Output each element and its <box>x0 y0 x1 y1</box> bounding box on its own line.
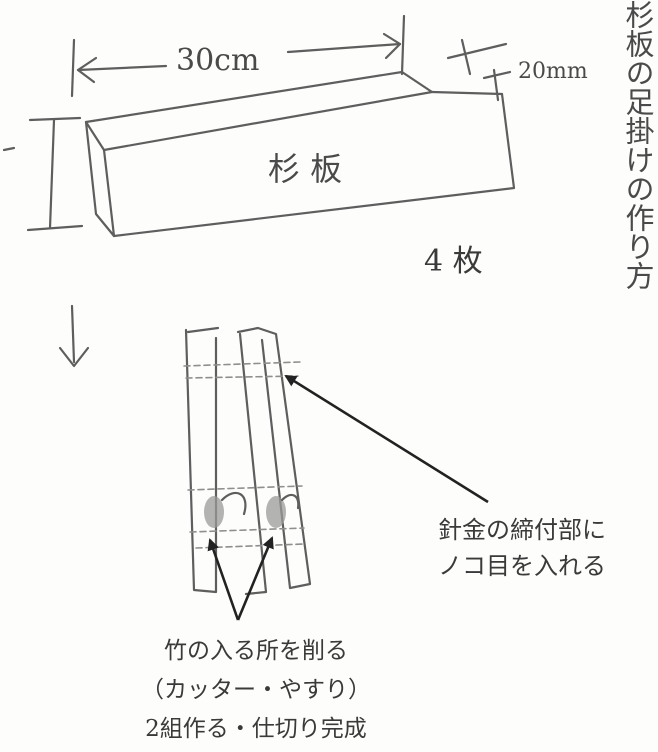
thickness-dimension-marks <box>446 38 512 102</box>
stave-pieces-drawing <box>183 326 312 596</box>
bamboo-notch-note: 竹の入る所を削る （カッター・やすり） 2組作る・仕切り完成 <box>98 632 414 749</box>
notch-right-pointer-arrow <box>236 536 274 621</box>
height-dimension-line <box>2 116 84 232</box>
saw-cut-pointer-arrow <box>284 374 489 504</box>
bamboo-note-line-1: 竹の入る所を削る <box>164 638 348 664</box>
vertical-title: 杉板の足掛けの作り方 <box>621 0 655 290</box>
length-label: 30cm <box>176 43 259 78</box>
cedar-board-drawing <box>84 70 516 238</box>
thickness-label: 20mm <box>518 59 588 84</box>
bamboo-note-line-2: （カッター・やすり） <box>141 677 371 703</box>
down-arrow <box>58 304 90 368</box>
length-dimension-line <box>70 14 406 98</box>
wire-note-line-1: 針金の締付部に <box>438 516 606 544</box>
wire-saw-cut-note: 針金の締付部に ノコ目を入れる <box>438 512 606 584</box>
board-label: 杉 板 <box>268 150 342 188</box>
wire-note-line-2: ノコ目を入れる <box>438 552 606 580</box>
board-count-label: 4 枚 <box>424 244 483 279</box>
bamboo-note-line-3: 2組作る・仕切り完成 <box>145 716 367 742</box>
notch-left-pointer-arrow <box>207 538 240 621</box>
